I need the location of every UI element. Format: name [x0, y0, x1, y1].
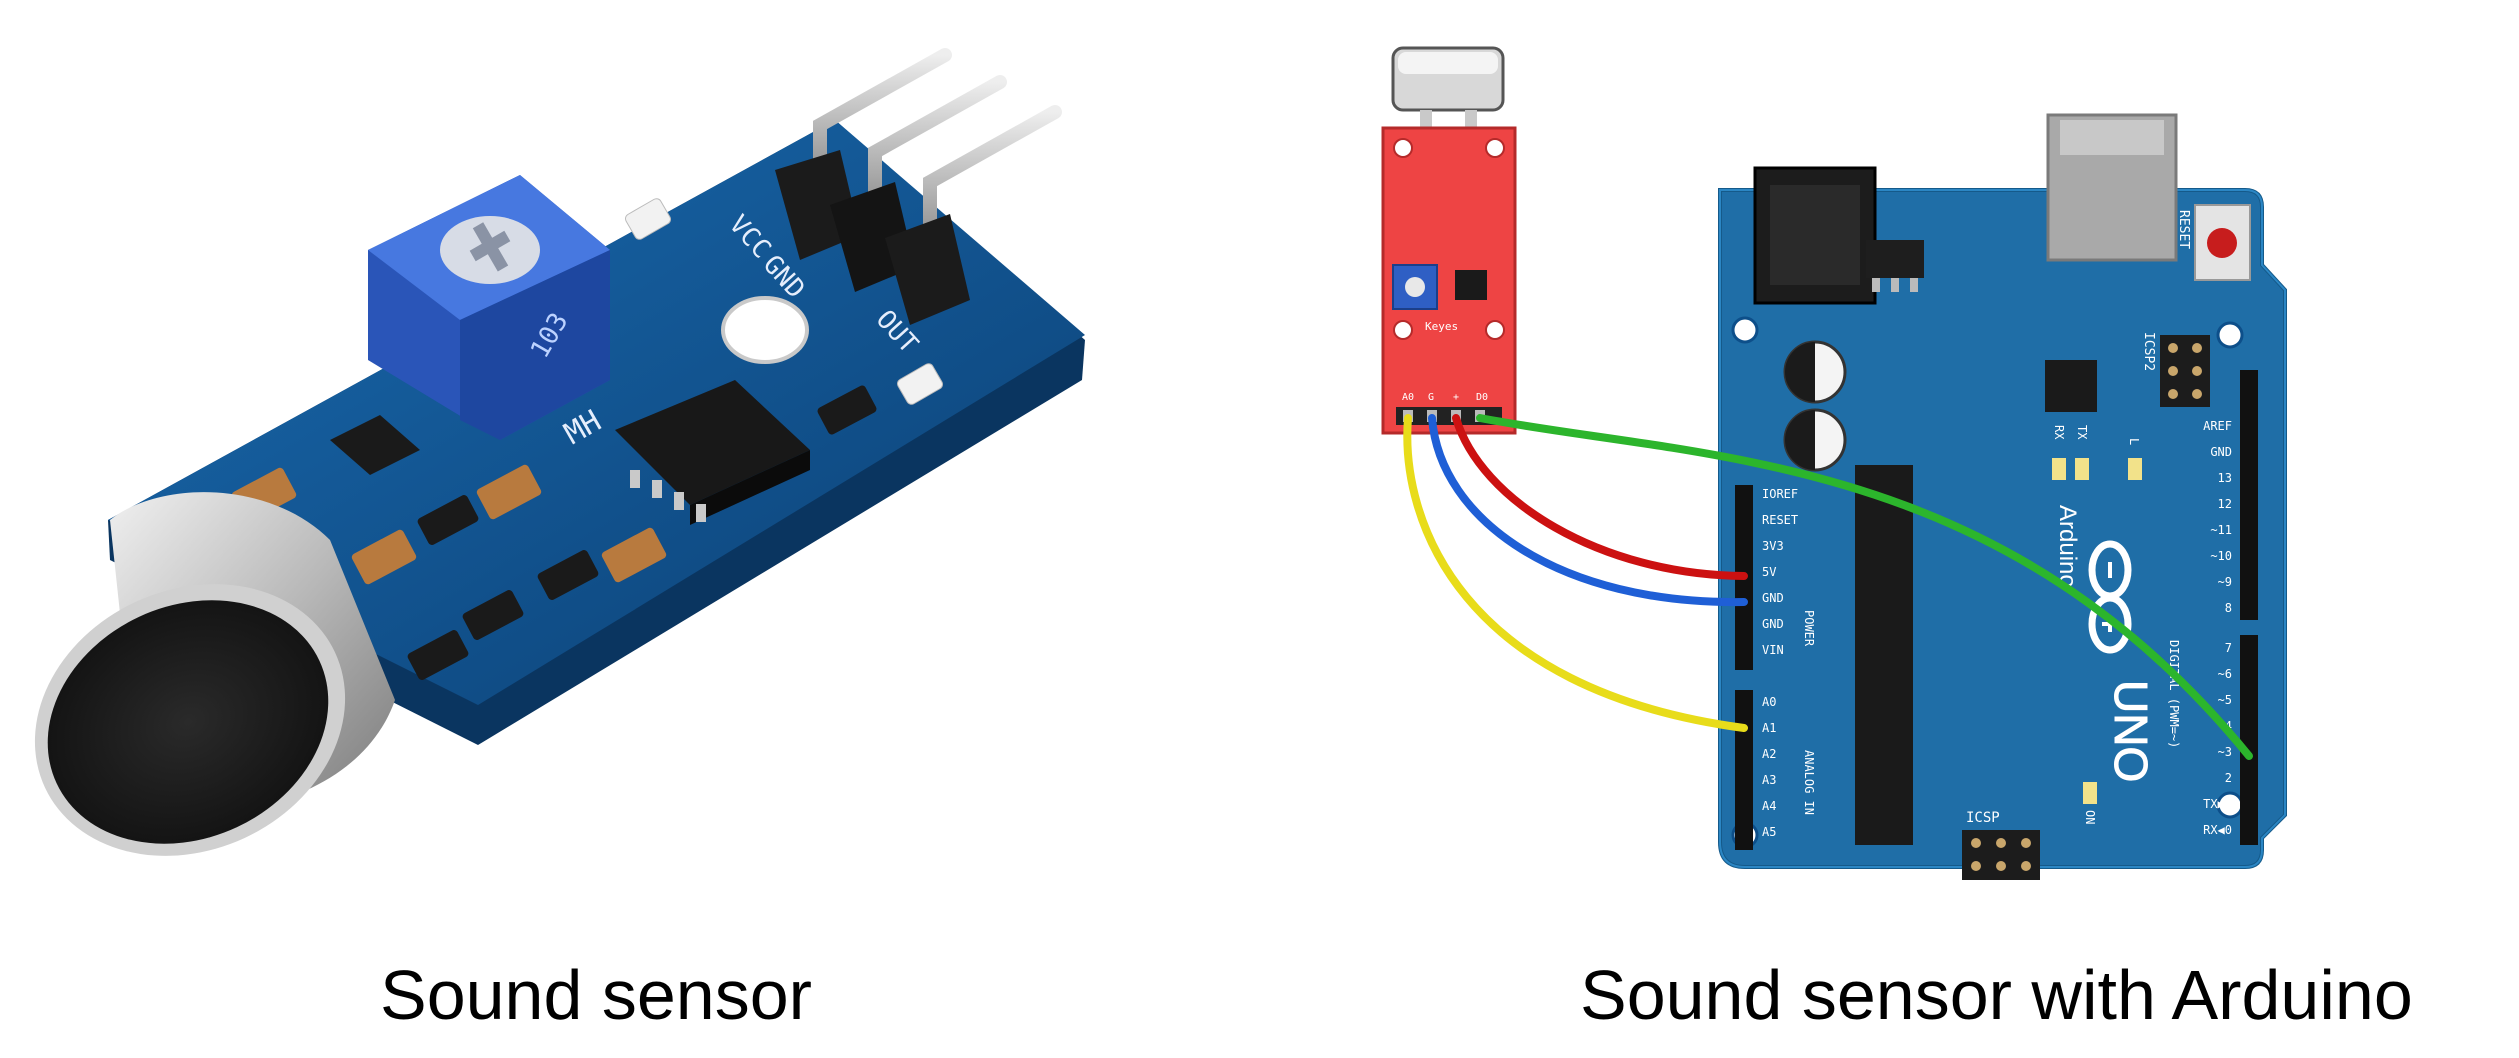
module-pin-g: G: [1428, 392, 1434, 403]
icsp-label: ICSP: [1966, 810, 2000, 826]
digital-header-top: [2240, 370, 2258, 620]
header-pins: [775, 48, 1062, 325]
analog-pin-a0: A0: [1762, 695, 1776, 709]
led-label-on: ON: [2083, 810, 2097, 824]
module-chip: [1455, 270, 1487, 300]
analog-header: [1735, 690, 1753, 850]
power-wire: [1452, 414, 1748, 580]
power-pin-ioref: IOREF: [1762, 487, 1798, 501]
signal-led: [897, 363, 943, 405]
analog-pin-a1: A1: [1762, 721, 1776, 735]
smd-components: [231, 385, 877, 680]
icsp-header: [1962, 830, 2040, 880]
module-pin-d0: D0: [1476, 392, 1488, 403]
digital-pin-1: TX▶1: [2203, 797, 2232, 811]
ground-wire: [1428, 414, 1748, 607]
icsp2-label: ICSP2: [2141, 332, 2156, 371]
analog-pin-a5: A5: [1762, 825, 1776, 839]
digital-header-bottom: [2240, 635, 2258, 845]
digital-pin-5: ~5: [2218, 693, 2232, 707]
digital-pin-gnd: GND: [2210, 445, 2232, 459]
digital-pin-12: 12: [2218, 497, 2232, 511]
digital-pin-6: ~6: [2218, 667, 2232, 681]
digital-pin-aref: AREF: [2203, 419, 2232, 433]
status-leds: [2052, 458, 2142, 804]
digital-pin-2: 2: [2225, 771, 2232, 785]
microphone-capsule: [34, 492, 395, 856]
digital-pin-13: 13: [2218, 471, 2232, 485]
icsp2-header: [2160, 335, 2210, 407]
digital-pin-11: ~11: [2210, 523, 2232, 537]
voltage-regulator: [1866, 240, 1924, 278]
led-label-tx: TX: [2075, 425, 2089, 440]
reset-label: RESET: [2176, 210, 2191, 249]
arduino-brand: Arduino: [2054, 505, 2081, 588]
digital-pin-10: ~10: [2210, 549, 2232, 563]
arduino-uno-board: RESET ICSP2 ICSP: [1718, 113, 2287, 880]
power-pin-reset: RESET: [1762, 513, 1798, 527]
power-pin-gnd1: GND: [1762, 591, 1784, 605]
capacitors: [1783, 340, 1847, 472]
power-led: [625, 198, 671, 240]
module-pin-plus: +: [1453, 392, 1459, 403]
caption-sound-sensor-with-arduino: Sound sensor with Arduino: [1580, 956, 2413, 1034]
digital-pin-0: RX◀0: [2203, 823, 2232, 837]
transistor: [330, 415, 420, 475]
digital-pin-7: 7: [2225, 641, 2232, 655]
power-pin-3v3: 3V3: [1762, 539, 1784, 553]
mounting-hole: [721, 296, 809, 364]
analog-pin-a4: A4: [1762, 799, 1776, 813]
power-pin-vin: VIN: [1762, 643, 1784, 657]
power-pin-5v: 5V: [1762, 565, 1776, 579]
digital-section-label: DIGITAL (PWM=~): [2167, 640, 2181, 748]
signal-wire: [1403, 414, 1748, 732]
analog-pin-a3: A3: [1762, 773, 1776, 787]
comparator-ic: [615, 380, 810, 525]
sensor-module: Keyes A0 G + D0: [1381, 46, 1517, 435]
module-brand: Keyes: [1425, 320, 1458, 333]
potentiometer: 103: [368, 175, 610, 440]
digital-wire: [1476, 414, 2253, 760]
wires: [1403, 414, 2253, 760]
sound-sensor-board: 103 VCC GND OUT: [34, 48, 1085, 856]
digital-pin-8: 8: [2225, 601, 2232, 615]
digital-pin-3: ~3: [2218, 745, 2232, 759]
caption-sound-sensor: Sound sensor: [380, 956, 812, 1034]
arduino-model: UNO: [2105, 680, 2157, 782]
analog-section-label: ANALOG IN: [1802, 750, 1816, 815]
atmega-chip: [1855, 465, 1913, 845]
module-pin-a0: A0: [1402, 392, 1414, 403]
led-label-l: L: [2127, 438, 2141, 445]
led-label-rx: RX: [2052, 425, 2066, 440]
power-section-label: POWER: [1802, 610, 1816, 647]
usb-chip: [2045, 360, 2097, 412]
analog-pin-a2: A2: [1762, 747, 1776, 761]
power-pin-gnd2: GND: [1762, 617, 1784, 631]
digital-pin-9: ~9: [2218, 575, 2232, 589]
